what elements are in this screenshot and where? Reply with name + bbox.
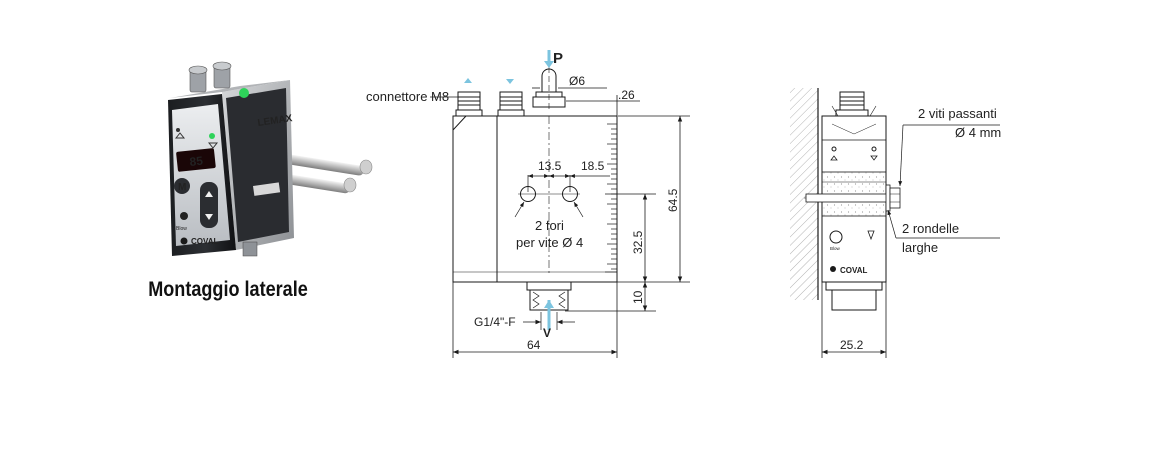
blow-button-photo [180, 212, 188, 220]
m8-connectors [455, 91, 525, 117]
product-illustration: LEMAX 85 M Blow COVAL [168, 61, 373, 257]
port-p-label: P [553, 50, 563, 67]
washers-label-line1: 2 rondelle [902, 221, 959, 236]
up-arrow-icon [464, 78, 472, 83]
front-view-drawing [430, 50, 690, 358]
through-screw [805, 193, 891, 203]
dim-10: 10 [631, 290, 645, 304]
washer [885, 184, 891, 212]
inflow-arrow-icon [544, 61, 554, 68]
side-view-drawing [790, 88, 1000, 358]
port-v-label: V [543, 326, 551, 340]
screws-label-line1: 2 viti passanti [918, 106, 997, 121]
sensor-body-outline [452, 115, 618, 283]
dim-25-2: 25.2 [840, 338, 864, 352]
dim-64: 64 [527, 338, 541, 352]
holes-note-line2: per vite Ø 4 [516, 235, 583, 250]
product-caption: Montaggio laterale [148, 278, 308, 301]
mode-button-photo [174, 178, 190, 194]
green-led-icon [239, 88, 249, 98]
thread-label: G1/4"-F [474, 315, 516, 329]
mode-key-label: M [178, 182, 186, 193]
washers-label-line2: larghe [902, 240, 938, 255]
side-brand-text: LEMAX [257, 113, 294, 129]
coval-logo-photo: COVAL [191, 237, 219, 246]
side-coval-logo: COVAL [840, 266, 868, 275]
pressure-port-p [532, 50, 566, 112]
display-screen [176, 148, 216, 172]
down-arrow-icon [506, 79, 514, 84]
threaded-port [526, 281, 572, 330]
vacuum-arrow-icon [544, 300, 554, 308]
diameter-6-label: Ø6 [569, 74, 585, 88]
screw-head [889, 187, 901, 209]
arrow-buttons-photo [200, 182, 218, 228]
connector-label: connettore M8 [366, 89, 449, 104]
blow-label-photo: Blow [176, 226, 187, 232]
display-value: 85 [189, 154, 204, 169]
scale-ticks [605, 123, 617, 273]
body-top-face [170, 80, 290, 98]
holes-note-line1: 2 fori [535, 218, 564, 233]
side-blow-label: Blow [830, 246, 841, 251]
dim-64-5: 64.5 [666, 188, 680, 212]
screws-label-line2: Ø 4 mm [955, 125, 1001, 140]
m8-connectors-photo [188, 61, 249, 98]
dim-18-5: 18.5 [581, 159, 605, 173]
dim-32-5: 32.5 [631, 230, 645, 254]
dim-26: .26 [618, 88, 635, 102]
dim-13-5: 13.5 [538, 159, 562, 173]
